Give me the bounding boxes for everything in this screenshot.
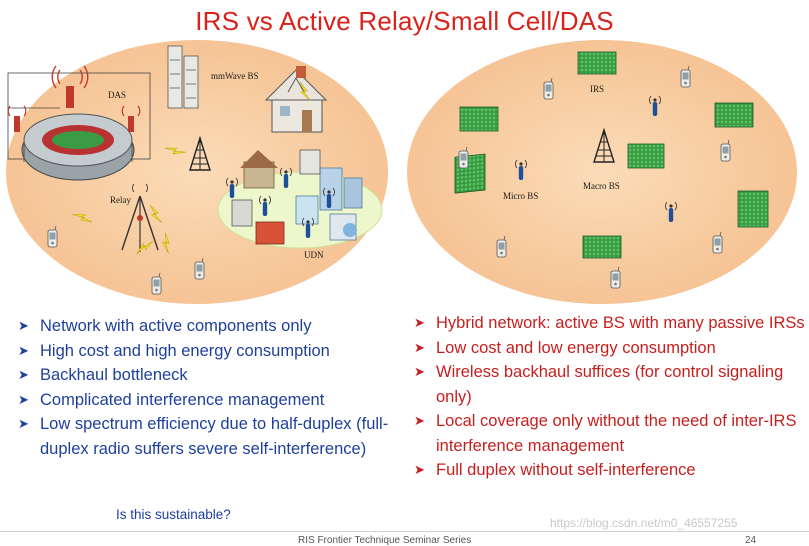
bullet-item: ➤Full duplex without self-interference [410, 458, 805, 483]
footer-divider [0, 531, 809, 532]
right-network-illustration: IRS Macro BS Micro BS [407, 40, 797, 304]
irs-panel-icon [737, 190, 769, 228]
udn-label: UDN [304, 250, 324, 260]
bullet-item: ➤Hybrid network: active BS with many pas… [410, 311, 805, 336]
bullet-item: ➤Low cost and low energy consumption [410, 336, 805, 361]
bullet-item: ➤Wireless backhaul suffices (for control… [410, 360, 805, 409]
arrow-bullet-icon: ➤ [414, 315, 425, 330]
relay-icon [121, 183, 159, 252]
diagram-canvas: DAS mmWave BS [6, 40, 797, 304]
bullet-item: ➤Backhaul bottleneck [14, 363, 394, 388]
left-network-illustration: DAS mmWave BS [6, 40, 388, 304]
arrow-bullet-icon: ➤ [18, 342, 29, 358]
bullet-item: ➤Low spectrum efficiency due to half-dup… [14, 412, 394, 461]
macro-bs-label: Macro BS [583, 181, 620, 191]
das-label: DAS [108, 90, 126, 100]
slide-title: IRS vs Active Relay/Small Cell/DAS [195, 6, 614, 36]
bullet-item: ➤High cost and high energy consumption [14, 339, 394, 364]
page-number: 24 [745, 535, 757, 546]
stadium-icon [7, 65, 141, 181]
right-bullet-list: ➤Hybrid network: active BS with many pas… [410, 311, 805, 483]
irs-panel-icon [582, 235, 622, 259]
micro-bs-label: Micro BS [503, 191, 538, 201]
arrow-bullet-icon: ➤ [414, 462, 425, 477]
arrow-bullet-icon: ➤ [18, 416, 29, 431]
arrow-bullet-icon: ➤ [18, 391, 29, 407]
mmwave-bs-label: mmWave BS [211, 71, 259, 81]
bullet-item: ➤Network with active components only [14, 314, 394, 339]
bullet-item: ➤Local coverage only without the need of… [410, 409, 805, 458]
relay-label: Relay [110, 195, 131, 205]
house-icon [264, 66, 328, 133]
bullet-item: ➤Complicated interference management [14, 388, 394, 413]
irs-panel-icon [714, 102, 754, 128]
mmwave-bs-icon [167, 45, 199, 109]
arrow-bullet-icon: ➤ [18, 367, 29, 382]
irs-panel-icon [627, 143, 665, 169]
watermark-url: https://blog.csdn.net/m0_46557255 [550, 516, 738, 530]
udn-city-icon [217, 149, 383, 249]
irs-panel-icon [577, 51, 617, 75]
left-bullet-list: ➤Network with active components only ➤Hi… [14, 314, 394, 461]
footer-series-title: RIS Frontier Technique Seminar Series [298, 535, 472, 546]
irs-label: IRS [590, 84, 604, 94]
arrow-bullet-icon: ➤ [414, 413, 425, 428]
sustainability-question: Is this sustainable? [116, 507, 231, 522]
arrow-bullet-icon: ➤ [414, 364, 425, 379]
arrow-bullet-icon: ➤ [414, 339, 425, 355]
irs-panel-icon [459, 106, 499, 132]
arrow-bullet-icon: ➤ [18, 318, 29, 333]
